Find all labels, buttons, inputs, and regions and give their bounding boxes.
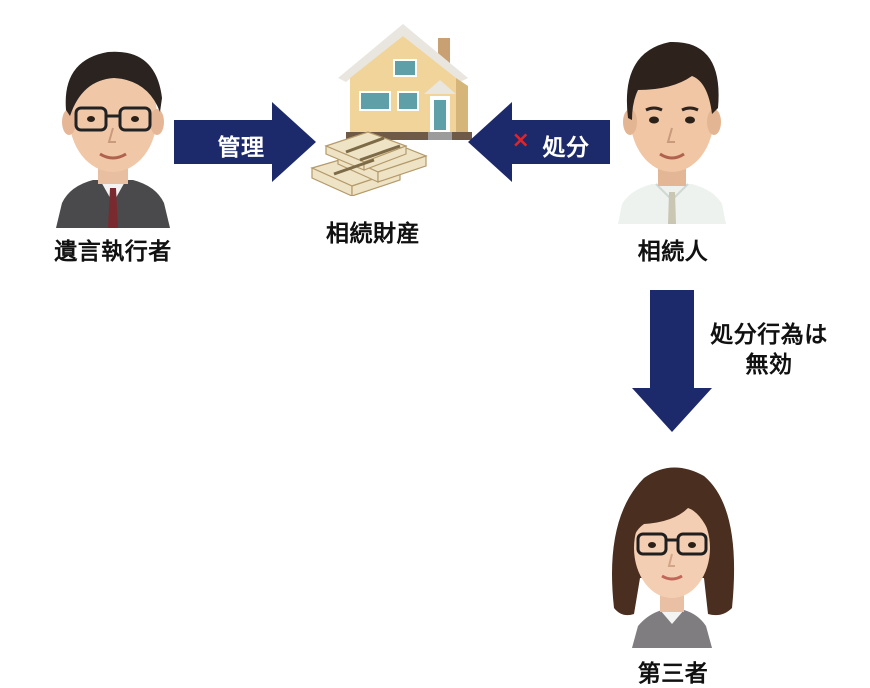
invalid-label-line2: 無効 [745, 352, 793, 378]
manage-label: 管理 [217, 135, 265, 161]
dispose-label: 処分 [542, 135, 590, 161]
dispose-arrow [468, 102, 610, 182]
heir-label: 相続人 [637, 239, 709, 265]
invalid-label: 処分行為は 無効 [698, 320, 840, 380]
invalid-arrow [632, 290, 712, 432]
heir-avatar [612, 32, 732, 224]
banknote-stacks-icon [308, 124, 430, 196]
dispose-cross-mark: × [511, 128, 531, 153]
estate-label: 相続財産 [326, 221, 420, 247]
executor-label: 遺言執行者 [54, 239, 172, 265]
executor-avatar [48, 38, 178, 228]
manage-arrow [174, 102, 316, 182]
house-icon [328, 20, 478, 140]
invalid-label-line1: 処分行為は [710, 322, 828, 348]
third-party-label: 第三者 [637, 661, 709, 687]
third-party-avatar [604, 458, 740, 648]
